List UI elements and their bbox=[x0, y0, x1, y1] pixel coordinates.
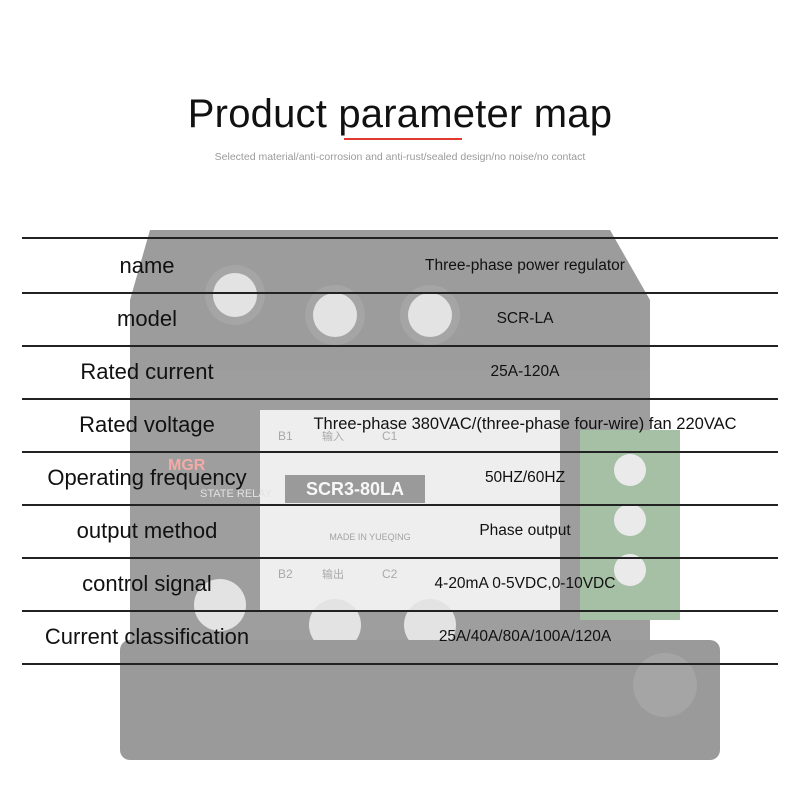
terminal-b2-label: B2 bbox=[278, 567, 293, 581]
terminal-input-label: 输入 bbox=[322, 429, 344, 443]
table-row: Rated current 25A-120A bbox=[22, 345, 778, 400]
row-label: Rated voltage bbox=[79, 411, 215, 437]
table-row: name Three-phase power regulator bbox=[22, 239, 778, 294]
row-value: 4-20mA 0-5VDC,0-10VDC bbox=[434, 574, 616, 592]
row-label: model bbox=[117, 305, 177, 331]
title-underline bbox=[344, 138, 462, 140]
row-value: Three-phase 380VAC/(three-phase four-wir… bbox=[313, 415, 737, 433]
product-photo: SCR3-80LA MGR STATE RELAY MADE IN YUEQIN… bbox=[120, 230, 720, 760]
row-value: 25A/40A/80A/100A/120A bbox=[438, 627, 612, 645]
table-row: model SCR-LA bbox=[22, 292, 778, 347]
brand-label-photo: MGR bbox=[168, 457, 206, 474]
row-label: name bbox=[119, 252, 175, 278]
made-in-label-photo: MADE IN YUEQING bbox=[329, 532, 410, 542]
table-row: Rated voltage Three-phase 380VAC/(three-… bbox=[22, 398, 778, 453]
relay-label-photo: STATE RELAY bbox=[200, 488, 273, 500]
page-subtitle: Selected material/anti-corrosion and ant… bbox=[214, 151, 586, 163]
row-value: SCR-LA bbox=[496, 309, 554, 327]
table-row: output method Phase output bbox=[22, 504, 778, 559]
row-label: output method bbox=[76, 517, 218, 543]
row-label: Rated current bbox=[80, 358, 214, 384]
table-row: Operating frequency 50HZ/60HZ bbox=[22, 451, 778, 506]
terminal-b1-label: B1 bbox=[278, 429, 293, 443]
model-label-photo: SCR3-80LA bbox=[306, 479, 404, 499]
table-row: control signal 4-20mA 0-5VDC,0-10VDC bbox=[22, 557, 778, 612]
page-title: Product parameter map bbox=[187, 92, 613, 136]
row-label: Operating frequency bbox=[47, 464, 247, 490]
row-value: 25A-120A bbox=[490, 362, 560, 380]
terminal-c2-label: C2 bbox=[382, 567, 398, 581]
parameter-table: name Three-phase power regulator model S… bbox=[22, 237, 778, 671]
table-row: Current classification 25A/40A/80A/100A/… bbox=[22, 610, 778, 665]
row-value: Phase output bbox=[479, 521, 571, 539]
terminal-output-label: 输出 bbox=[322, 567, 344, 581]
row-label: Current classification bbox=[44, 623, 250, 649]
row-value: 50HZ/60HZ bbox=[484, 468, 566, 486]
row-label: control signal bbox=[82, 570, 212, 596]
row-value: Three-phase power regulator bbox=[425, 256, 625, 274]
terminal-c1-label: C1 bbox=[382, 429, 398, 443]
